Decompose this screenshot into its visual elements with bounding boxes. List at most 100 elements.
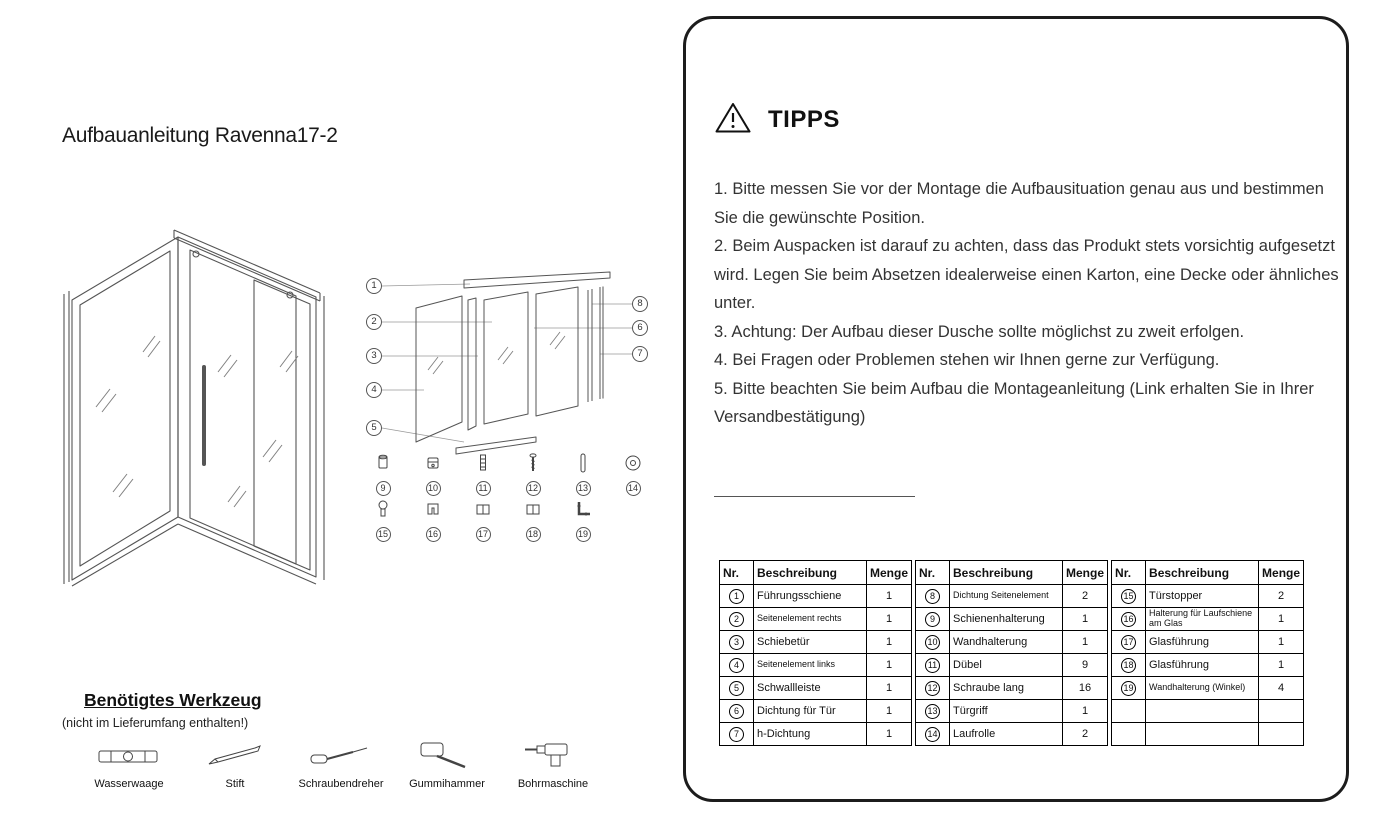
part-nr-cell: 15: [1111, 584, 1147, 608]
part-qty-cell: 1: [865, 676, 913, 700]
part-qty-cell: 1: [1062, 630, 1109, 654]
part-desc-cell: Türgriff: [949, 699, 1064, 723]
parts-table-row: [1111, 699, 1305, 723]
small-part-number: 18: [525, 527, 541, 542]
part-number-badge: 1: [729, 588, 744, 604]
tip-item: 5. Bitte beachten Sie beim Aufbau die Mo…: [714, 379, 1314, 427]
part-desc-cell: Wandhalterung: [949, 630, 1064, 654]
glass-guide-icon: [522, 498, 544, 525]
part-nr-cell: 12: [915, 676, 951, 700]
small-part-number: 11: [475, 481, 491, 496]
part-number-badge: 15: [1121, 588, 1137, 604]
long-screw-icon: [522, 452, 544, 479]
pencil-icon: [203, 740, 267, 775]
part-number-badge: 8: [925, 588, 941, 604]
part-qty-cell: 2: [1258, 584, 1305, 608]
part-number-badge: 5: [729, 680, 744, 696]
tool-item: Gummihammer: [394, 740, 500, 790]
page-title: Aufbauanleitung Ravenna17-2: [62, 124, 338, 147]
part-nr-cell: 14: [915, 722, 951, 746]
drill-icon: [521, 740, 585, 775]
parts-table-header: Menge: [865, 560, 913, 585]
small-part: 13: [558, 450, 608, 496]
part-number-badge: 6: [729, 703, 744, 719]
part-desc-cell: Glasführung: [1145, 653, 1260, 677]
small-part: 18: [508, 496, 558, 542]
angle-bracket-icon: [572, 498, 594, 525]
part-nr-cell: 11: [915, 653, 951, 677]
small-part-number: 15: [375, 527, 391, 542]
part-desc-cell: Dübel: [949, 653, 1064, 677]
part-desc-cell: Seitenelement rechts: [753, 607, 867, 631]
part-number-badge: 16: [1121, 611, 1137, 627]
parts-table-header: Beschreibung: [1145, 560, 1260, 585]
tool-label: Bohrmaschine: [517, 778, 589, 790]
part-desc-cell: Schiebetür: [753, 630, 867, 654]
parts-table-header: Menge: [1258, 560, 1305, 585]
small-part-number: 19: [575, 527, 591, 542]
parts-table-header: Beschreibung: [753, 560, 867, 585]
part-nr-cell: 2: [719, 607, 754, 631]
small-part: 10: [408, 450, 458, 496]
small-part: 19: [558, 496, 608, 542]
part-qty-cell: 1: [1062, 699, 1109, 723]
tip-item: 1. Bitte messen Sie vor der Montage die …: [714, 180, 1324, 227]
part-nr-cell: 16: [1111, 607, 1147, 631]
part-desc-cell: Dichtung für Tür: [753, 699, 867, 723]
part-desc-cell: Glasführung: [1145, 630, 1260, 654]
tool-item: Stift: [182, 740, 288, 790]
part-number-badge: 9: [925, 611, 941, 627]
tip-item: 4. Bei Fragen oder Problemen stehen wir …: [714, 351, 1220, 369]
tips-title: TIPPS: [768, 106, 840, 133]
tool-item: Schraubendreher: [288, 740, 394, 790]
glass-guide-icon: [472, 498, 494, 525]
exploded-callout-number: 2: [366, 314, 382, 330]
parts-table-header: Nr.: [719, 560, 754, 585]
part-number-badge: 13: [925, 703, 941, 719]
tool-item: Bohrmaschine: [500, 740, 606, 790]
part-qty-cell: 16: [1062, 676, 1109, 700]
part-desc-cell: Halterung für Laufschiene am Glas: [1145, 607, 1260, 631]
part-qty-cell: 1: [865, 584, 913, 608]
part-number-badge: 18: [1121, 657, 1137, 673]
part-qty-cell: 1: [1258, 653, 1305, 677]
part-number-badge: 14: [925, 726, 941, 742]
part-number-badge: 4: [729, 657, 744, 673]
part-number-badge: 2: [729, 611, 744, 627]
tips-separator: [714, 496, 915, 497]
door-stopper-icon: [372, 498, 394, 525]
part-qty-cell: 9: [1062, 653, 1109, 677]
small-part: 11: [458, 450, 508, 496]
part-qty-cell: 1: [865, 722, 913, 746]
part-qty-cell: 1: [1258, 607, 1305, 631]
part-desc-cell: Türstopper: [1145, 584, 1260, 608]
part-nr-cell: [1111, 699, 1147, 723]
part-nr-cell: 3: [719, 630, 754, 654]
part-number-badge: 19: [1121, 680, 1137, 696]
part-number-badge: 17: [1121, 634, 1137, 650]
tool-label: Schraubendreher: [298, 778, 384, 790]
part-qty-cell: 2: [1062, 584, 1109, 608]
small-part: 12: [508, 450, 558, 496]
part-desc-cell: Schraube lang: [949, 676, 1064, 700]
